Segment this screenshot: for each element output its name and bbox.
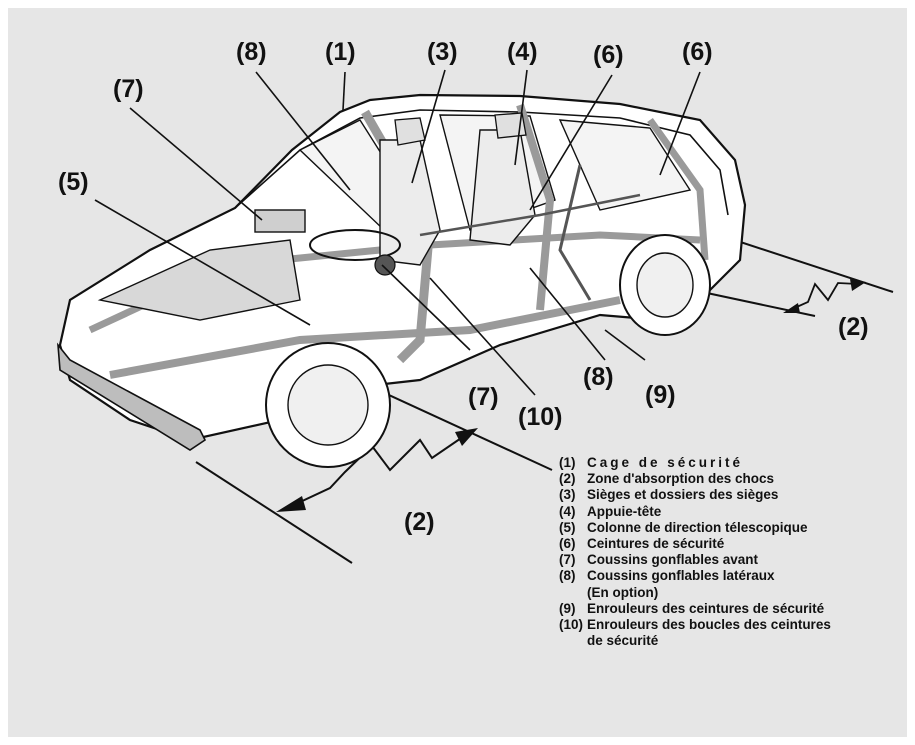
- callout-label: (5): [58, 168, 89, 196]
- callout-label: (8): [583, 363, 614, 391]
- legend-text: de sécurité: [587, 633, 659, 649]
- legend-text: Enrouleurs des boucles des ceintures: [587, 617, 831, 633]
- legend-item: (5) Colonne de direction télescopique: [559, 520, 904, 536]
- legend-number: (9): [559, 600, 576, 616]
- legend-number: (6): [559, 536, 576, 552]
- callout-label: (4): [507, 38, 538, 66]
- callout-label: (7): [468, 383, 499, 411]
- legend-text: Colonne de direction télescopique: [587, 519, 808, 535]
- legend-number: (2): [559, 471, 576, 487]
- legend: (1) Cage de sécurité (2) Zone d'absorption …: [559, 455, 904, 649]
- callout-label: (2): [838, 313, 869, 341]
- legend-number: (10): [559, 617, 584, 633]
- car-body: [56, 93, 747, 468]
- legend-item: (9) Enrouleurs des ceintures de sécurité: [559, 601, 904, 617]
- legend-item-continuation: (En option): [559, 585, 904, 601]
- legend-text: Coussins gonflables latéraux: [587, 568, 775, 584]
- callout-label: (3): [427, 38, 458, 66]
- callout-label: (2): [404, 508, 435, 536]
- leader-lines: [94, 69, 701, 396]
- legend-number: (4): [559, 503, 576, 519]
- legend-number: (8): [559, 568, 576, 584]
- legend-text: Appuie-tête: [587, 503, 662, 519]
- legend-item: (7) Coussins gonflables avant: [559, 552, 904, 568]
- legend-number: (7): [559, 552, 576, 568]
- legend-item: (2) Zone d'absorption des chocs: [559, 471, 904, 487]
- legend-text: Coussins gonflables avant: [587, 552, 759, 568]
- legend-item-continuation: de sécurité: [559, 633, 904, 649]
- callout-label: (8): [236, 38, 267, 66]
- legend-number: (5): [559, 519, 576, 535]
- legend-text: Sièges et dossiers des sièges: [587, 487, 779, 503]
- callout-label: (1): [325, 38, 356, 66]
- legend-text: Enrouleurs des ceintures de sécurité: [587, 600, 825, 616]
- legend-item: (1) Cage de sécurité: [559, 455, 904, 471]
- crumple-zone-rear: [783, 279, 866, 313]
- callout-label: (6): [593, 41, 624, 69]
- callout-label: (9): [645, 381, 676, 409]
- callout-label: (10): [518, 403, 562, 431]
- legend-number: (1): [559, 455, 576, 470]
- legend-text: Cage de sécurité: [587, 455, 744, 470]
- legend-number: (3): [559, 487, 576, 503]
- crumple-zone-front: [276, 428, 478, 512]
- legend-text: Zone d'absorption des chocs: [587, 471, 774, 487]
- legend-item: (4) Appuie-tête: [559, 504, 904, 520]
- legend-item: (10)Enrouleurs des boucles des ceintures: [559, 617, 904, 633]
- callout-labels: (1) (2) (2) (3) (4) (5) (6) (6) (7) (7) …: [58, 38, 869, 536]
- callout-label: (6): [682, 38, 713, 66]
- legend-item: (3) Sièges et dossiers des sièges: [559, 487, 904, 503]
- legend-text: (En option): [587, 584, 659, 600]
- legend-item: (8) Coussins gonflables latéraux: [559, 568, 904, 584]
- legend-item: (6) Ceintures de sécurité: [559, 536, 904, 552]
- legend-text: Ceintures de sécurité: [587, 536, 725, 552]
- callout-label: (7): [113, 75, 144, 103]
